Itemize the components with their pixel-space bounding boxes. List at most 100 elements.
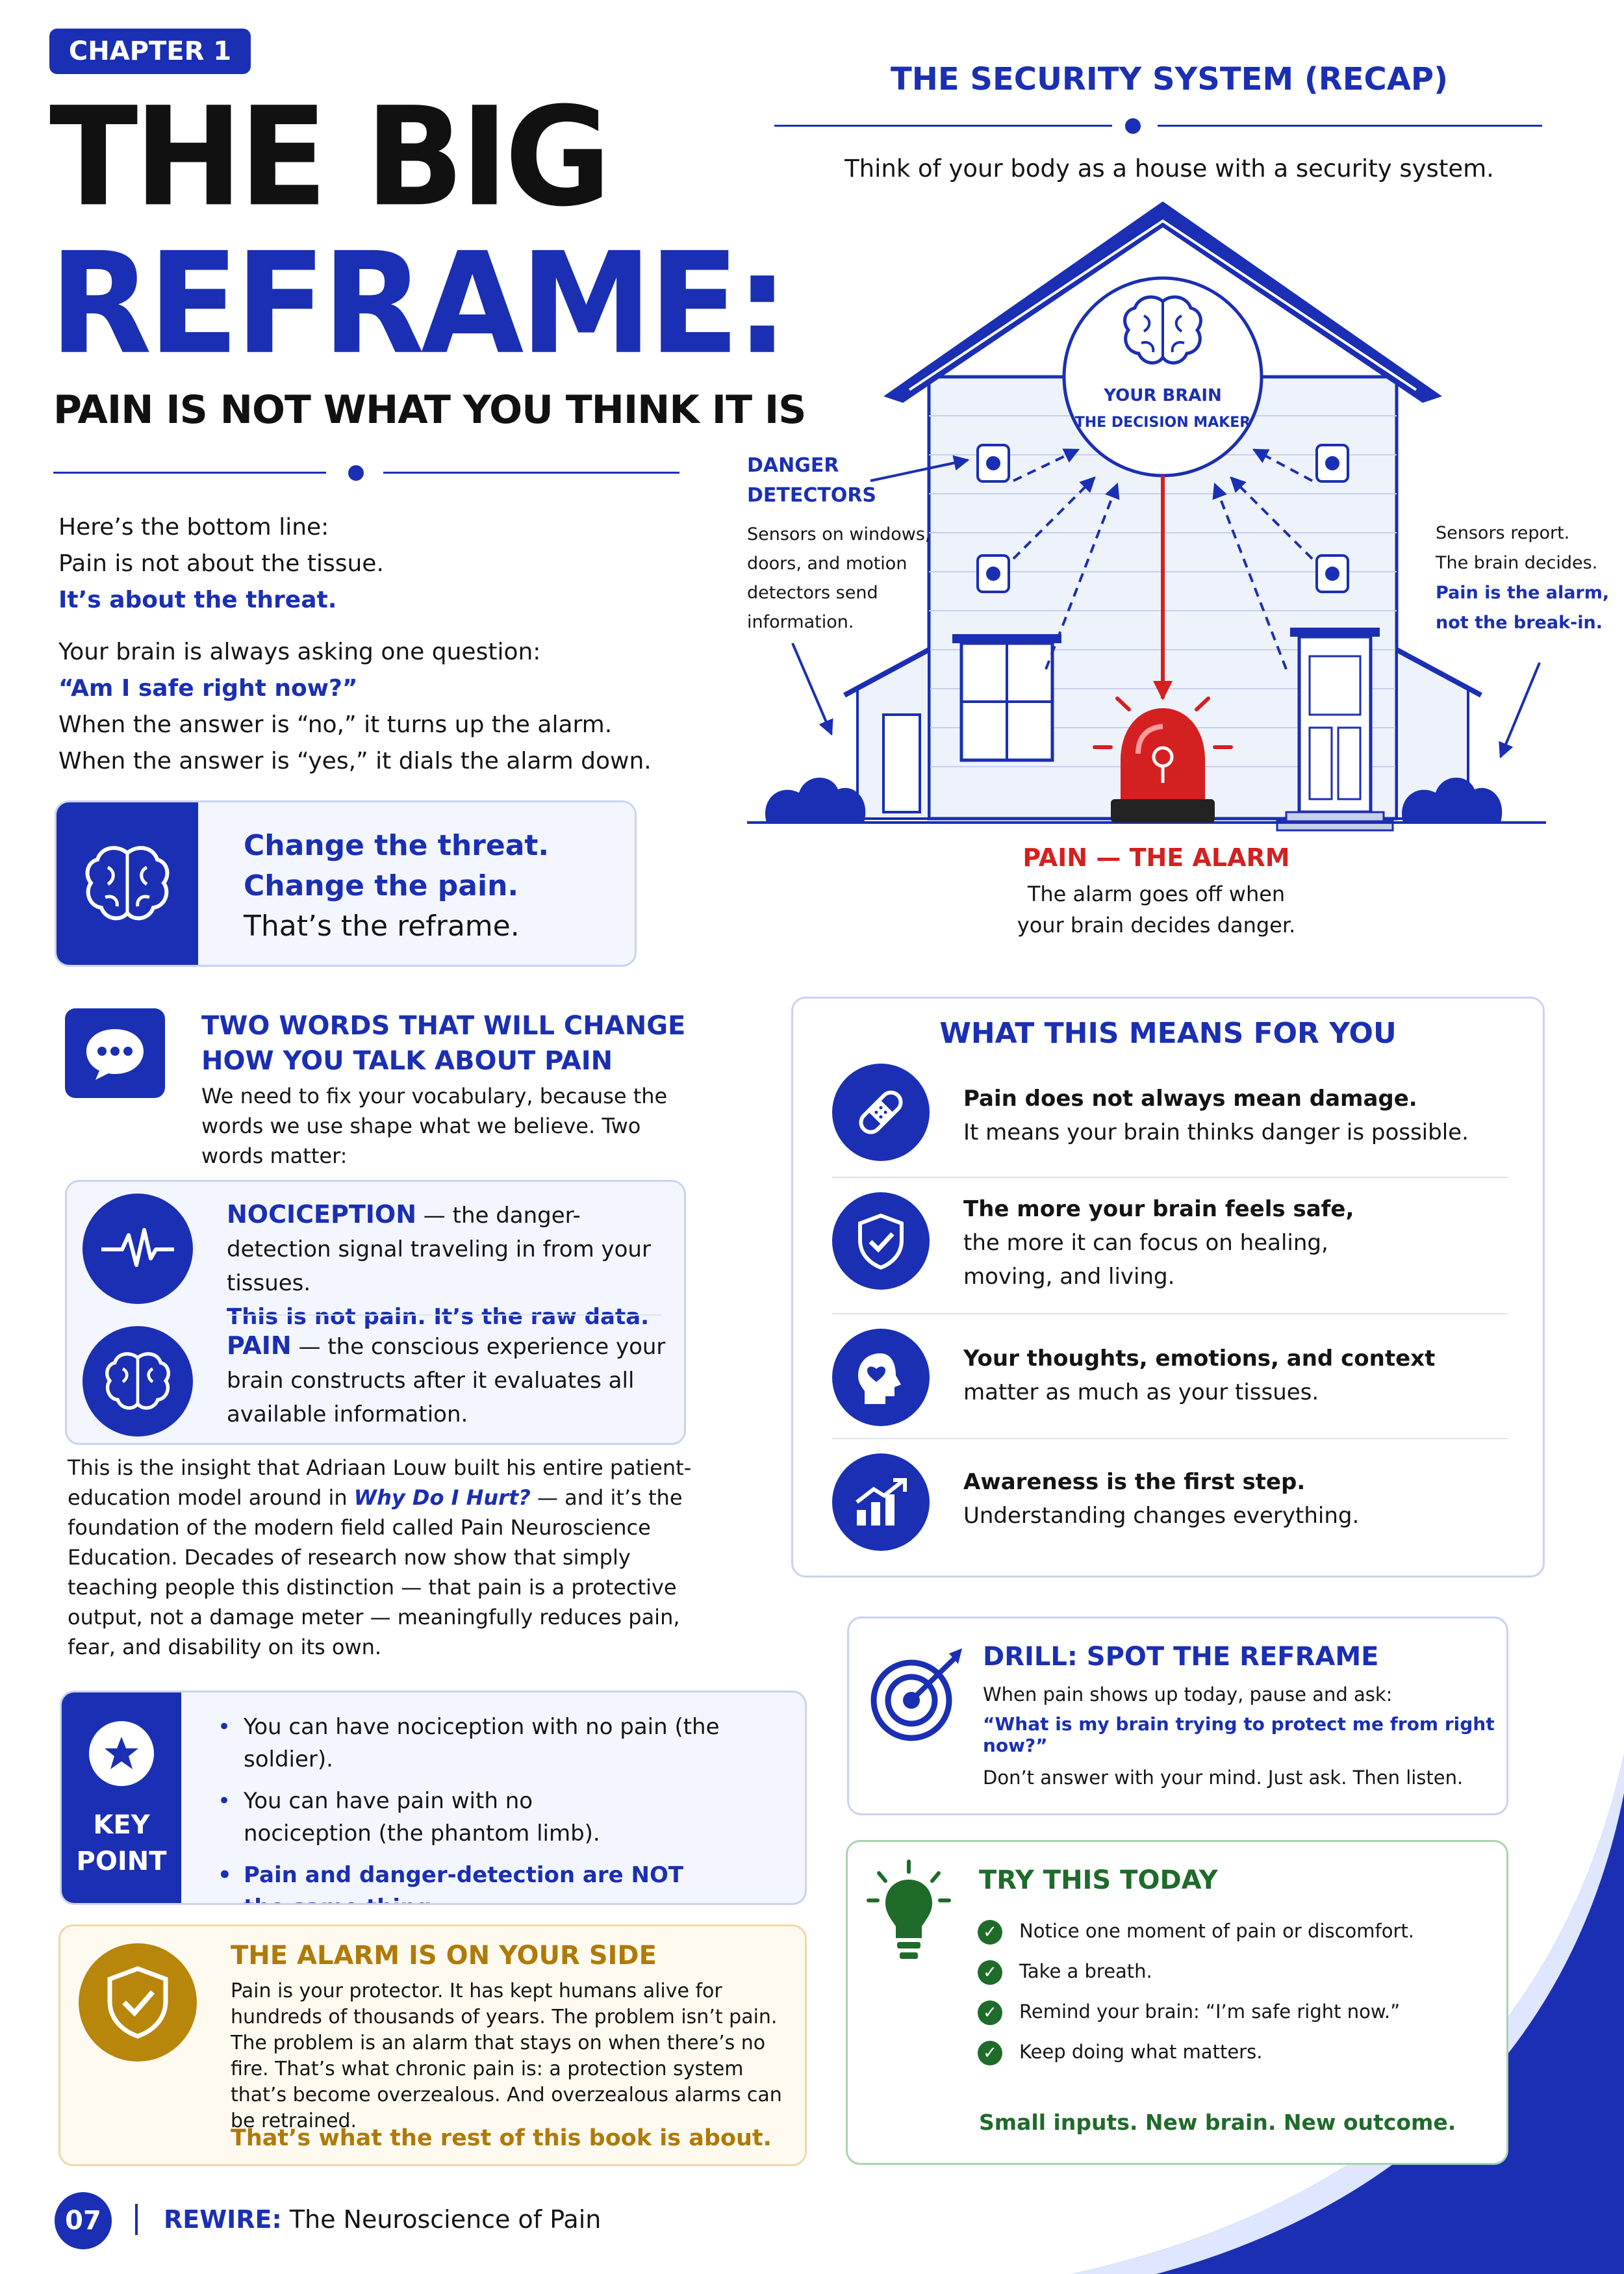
title-divider-dot [348, 465, 364, 481]
growth-chart-icon [832, 1453, 930, 1551]
try-today-item-label: Take a breath. [1019, 1960, 1152, 1982]
means-item-bold: The more your brain feels safe, [963, 1196, 1354, 1222]
alarm-label: PAIN — THE ALARM [1022, 843, 1290, 872]
drill-prompt: When pain shows up today, pause and ask: [983, 1683, 1393, 1706]
intro-line: Pain is not about the tissue. [58, 550, 384, 577]
chapter-badge-label: CHAPTER 1 [68, 36, 232, 66]
two-words-title-line2: HOW YOU TALK ABOUT PAIN [201, 1046, 613, 1076]
insight-text-cont: — and it’s the foundation of the modern … [68, 1485, 683, 1659]
brain-icon [82, 1326, 193, 1437]
title-divider-left [53, 472, 326, 474]
definitions-divider [227, 1314, 662, 1316]
detectors-title-line1: DANGER [747, 454, 839, 477]
sensors-note-line3: Pain is the alarm, [1436, 583, 1610, 603]
chapter-badge: CHAPTER 1 [49, 29, 251, 74]
head-heart-icon [832, 1329, 930, 1426]
chapter-subtitle: PAIN IS NOT WHAT YOU THINK IT IS [53, 387, 806, 433]
try-today-closing: Small inputs. New brain. New outcome. [979, 2110, 1456, 2135]
definitions-card: NOCICEPTION — the danger-detection signa… [65, 1180, 686, 1445]
chapter-title-line2: REFRAME: [49, 223, 789, 386]
shield-check-icon [832, 1192, 930, 1290]
page-number-badge: 07 [55, 2192, 112, 2249]
nociception-term: NOCICEPTION [227, 1200, 416, 1229]
alarm-caption-line1: The alarm goes off when [1027, 882, 1286, 906]
title-divider-right [383, 472, 679, 474]
means-item-bold: Pain does not always mean damage. [963, 1086, 1417, 1112]
security-caption: Think of your body as a house with a sec… [844, 155, 1494, 183]
intro-line: When the answer is “no,” it turns up the… [58, 711, 613, 738]
intro-highlight: It’s about the threat. [58, 587, 337, 613]
insight-text: This is the insight that Adriaan Louw bu… [68, 1455, 692, 1510]
gold-shield-icon [79, 1943, 197, 2062]
detectors-title-line2: DETECTORS [747, 484, 877, 507]
two-words-body: We need to fix your vocabulary, because … [201, 1084, 668, 1168]
means-item-text: the more it can focus on healing, moving… [963, 1230, 1328, 1290]
drill-instruction: Don’t answer with your mind. Just ask. T… [983, 1767, 1464, 1789]
means-item-text: matter as much as your tissues. [963, 1379, 1319, 1405]
drill-title: DRILL: SPOT THE REFRAME [983, 1642, 1379, 1672]
means-item-text: Understanding changes everything. [963, 1503, 1360, 1529]
means-title: WHAT THIS MEANS FOR YOU [939, 1017, 1397, 1050]
footer-brand: REWIRE: [164, 2205, 282, 2234]
alarm-caption: The alarm goes off when your brain decid… [961, 878, 1351, 941]
try-today-item: ✓ Take a breath. [978, 1951, 1414, 1991]
intro-line: Your brain is always asking one question… [58, 639, 541, 665]
means-item-bold: Your thoughts, emotions, and context [963, 1346, 1436, 1372]
security-divider-right [1158, 125, 1542, 127]
try-today-item-label: Remind your brain: “I’m safe right now.” [1019, 2000, 1401, 2023]
sensors-note: Sensors report. The brain decides. Pain … [1436, 518, 1609, 638]
security-divider-left [774, 125, 1112, 127]
means-divider [832, 1177, 1508, 1178]
alarm-side-closing: That’s what the rest of this book is abo… [231, 2125, 772, 2151]
detectors-title: DANGER DETECTORS [747, 451, 876, 511]
key-point-label2: POINT [76, 1846, 167, 1876]
alarm-side-body: Pain is your protector. It has kept huma… [231, 1980, 782, 2132]
target-icon [870, 1648, 962, 1741]
key-point-label1: KEY [93, 1810, 150, 1840]
try-today-item-label: Keep doing what matters. [1019, 2041, 1263, 2063]
intro-line: When the answer is “yes,” it dials the a… [58, 748, 652, 774]
footer-divider [135, 2204, 138, 2235]
drill-card: DRILL: SPOT THE REFRAME When pain shows … [847, 1616, 1508, 1815]
alarm-caption-line2: your brain decides danger. [1017, 913, 1296, 938]
chapter-title-line1: THE BIG [49, 78, 611, 237]
siren-icon [1093, 677, 1233, 823]
means-divider [832, 1438, 1508, 1439]
book-title: Why Do I Hurt? [353, 1485, 531, 1510]
key-point-card: KEY POINT You can have nociception with … [60, 1691, 807, 1905]
try-today-card: TRY THIS TODAY ✓Notice one moment of pai… [846, 1840, 1508, 2165]
drill-question: “What is my brain trying to protect me f… [983, 1713, 1495, 1756]
means-item-bold: Awareness is the first step. [963, 1469, 1306, 1495]
check-icon: ✓ [978, 2041, 1002, 2065]
house-illustration [747, 201, 1546, 832]
key-point-panel: KEY POINT [62, 1693, 181, 1903]
intro-question: “Am I safe right now?” [58, 675, 358, 702]
pain-definition: — the conscious experience your brain co… [227, 1334, 666, 1427]
means-card: WHAT THIS MEANS FOR YOU Pain does not al… [791, 997, 1545, 1578]
check-icon: ✓ [978, 1960, 1002, 1985]
sensors-note-line4: not the break-in. [1436, 613, 1603, 633]
alarm-side-title: THE ALARM IS ON YOUR SIDE [231, 1941, 657, 1971]
detectors-body: Sensors on windows, doors, and motion de… [747, 524, 931, 632]
footer-subtitle: The Neuroscience of Pain [281, 2205, 602, 2234]
insight-paragraph: This is the insight that Adriaan Louw bu… [68, 1453, 711, 1662]
key-point-item: You can have nociception with no pain (t… [218, 1711, 789, 1776]
try-today-item: ✓ Remind your brain: “I’m safe right now.… [978, 1991, 1414, 2032]
intro-line: Here’s the bottom line: [58, 514, 329, 541]
try-today-title: TRY THIS TODAY [979, 1865, 1218, 1895]
reframe-callout: Change the threat. Change the pain. That… [55, 800, 637, 967]
reframe-line2: Change the pain. [244, 869, 519, 902]
means-divider [832, 1313, 1508, 1314]
two-words-title: TWO WORDS THAT WILL CHANGE HOW YOU TALK … [201, 1008, 685, 1079]
pain-term: PAIN [227, 1331, 292, 1360]
check-icon: ✓ [978, 1920, 1002, 1945]
nociception-note: This is not pain. It’s the raw data. [227, 1304, 650, 1330]
brain-label: YOUR BRAIN THE DECISION MAKER [1065, 382, 1260, 437]
nociception-definition: — the danger-detection signal traveling … [227, 1203, 651, 1296]
security-title: THE SECURITY SYSTEM (RECAP) [890, 61, 1449, 97]
check-icon: ✓ [978, 2000, 1002, 2025]
intro-text: Here’s the bottom line: Pain is not abou… [58, 509, 708, 780]
brain-icon [85, 846, 170, 921]
pulse-icon [82, 1194, 193, 1304]
try-today-item: ✓ Keep doing what matters. [978, 2032, 1414, 2072]
